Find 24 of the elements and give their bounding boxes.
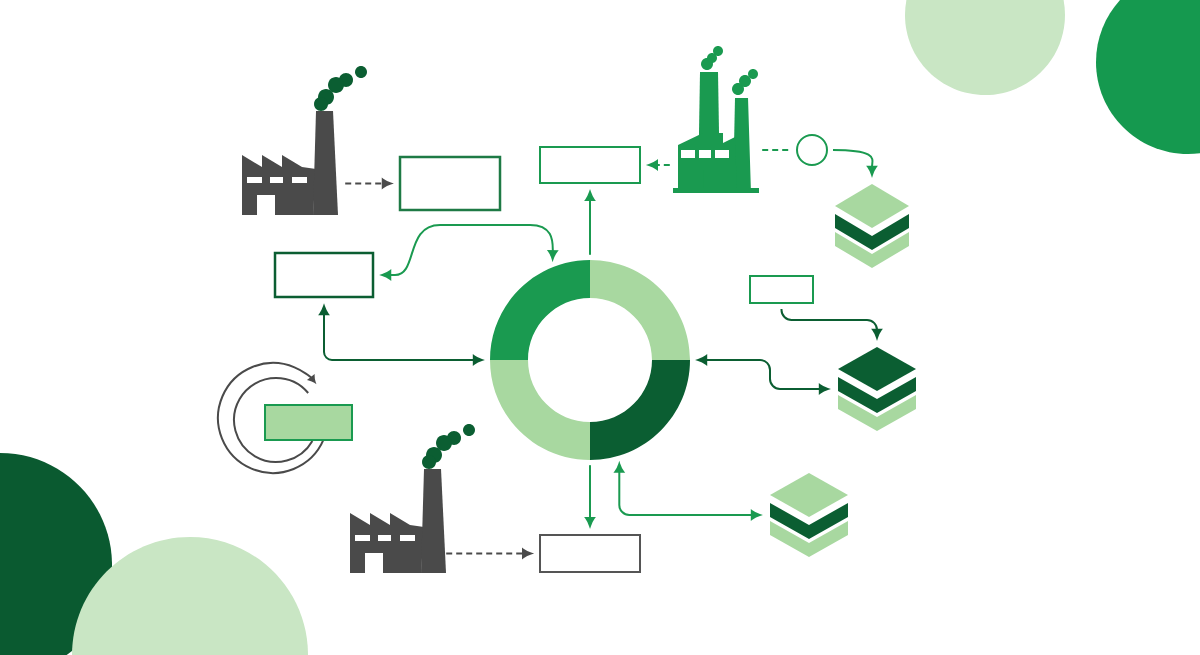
process-box: [398, 155, 502, 212]
process-box: [264, 404, 353, 441]
donut-ring: [490, 260, 690, 460]
process-box: [749, 275, 814, 304]
arrow: [614, 462, 761, 520]
factory-icon: [673, 46, 759, 193]
arrow: [381, 224, 558, 280]
layer-stack-icon: [835, 184, 909, 268]
arrow: [445, 548, 532, 559]
arrow: [832, 149, 877, 176]
layer-stack-icon: [770, 473, 848, 557]
process-box: [539, 534, 641, 573]
arrow: [697, 355, 829, 394]
arrow: [344, 178, 392, 189]
connector-circle: [796, 134, 828, 166]
arrow: [585, 464, 595, 527]
arrow: [319, 305, 483, 365]
arrow: [648, 160, 671, 170]
arrow: [585, 191, 595, 256]
process-box: [539, 146, 641, 184]
process-box: [273, 251, 375, 299]
factory-icon: [242, 66, 367, 215]
layer-stack-icon: [838, 347, 916, 431]
factory-icon: [350, 424, 475, 573]
